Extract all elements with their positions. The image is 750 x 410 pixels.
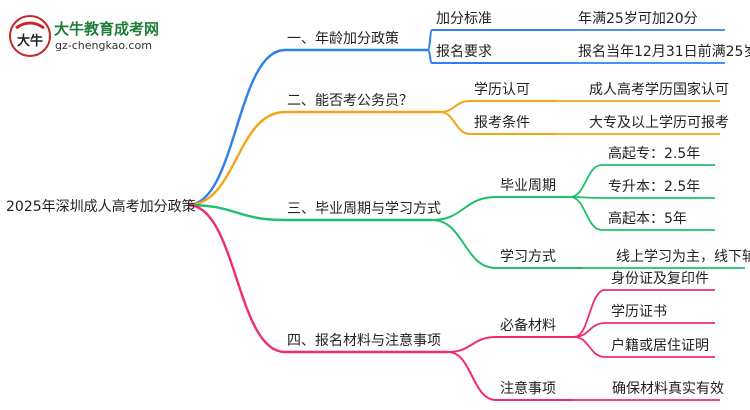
- branch-node: 四、报名材料与注意事项: [287, 332, 441, 349]
- edge-child-leaf: [573, 289, 606, 338]
- leaf-node: 报名当年12月31日前满25岁: [578, 43, 750, 60]
- edge-root-branch: [187, 48, 286, 207]
- leaf-node: 确保材料真实有效: [612, 381, 724, 397]
- branch-node: 二、能否考公务员？: [287, 93, 413, 109]
- leaf-node: 高起专：2.5年: [608, 145, 700, 162]
- leaf-node: 年满25岁可加20分: [578, 11, 698, 27]
- brand-name: 大牛教育成考网: [54, 20, 160, 38]
- edge-root-branch: [187, 203, 286, 222]
- root-node: 2025年深圳成人高考加分政策: [6, 198, 196, 215]
- brand-url: gz-chengkao.com: [55, 39, 152, 52]
- mindmap-nodes: 2025年深圳成人高考加分政策 一、年龄加分政策 加分标准 年满25岁可加20分报名要…: [6, 11, 750, 397]
- edge-branch-child: [431, 196, 497, 221]
- edge-child-leaf: [573, 336, 606, 358]
- child-node: 必备材料: [500, 317, 556, 334]
- edge-child-leaf: [569, 196, 603, 231]
- child-node: 注意事项: [500, 380, 556, 397]
- branch-node: 一、年龄加分政策: [287, 30, 399, 47]
- leaf-node: 身份证及复印件: [611, 270, 709, 287]
- leaf-node: 高起本：5年: [608, 210, 687, 227]
- child-node: 报考条件: [474, 114, 530, 131]
- edge-branch-child: [447, 336, 497, 353]
- child-node: 学历认可: [474, 82, 530, 98]
- edge-child-leaf: [569, 164, 603, 198]
- bull-logo-icon: 大牛: [9, 15, 51, 57]
- edge-branch-child: [447, 351, 497, 401]
- leaf-node: 大专及以上学历可报考: [589, 115, 729, 131]
- edge-root-branch: [187, 110, 286, 207]
- leaf-node: 专升本：2.5年: [608, 179, 700, 195]
- edge-branch-child: [439, 111, 471, 135]
- edge-root-branch: [187, 203, 286, 354]
- brand-logo: 大牛 大牛教育成考网 gz-chengkao.com: [8, 14, 168, 58]
- leaf-node: 学历证书: [611, 304, 667, 320]
- mindmap-edges: [187, 29, 745, 401]
- edge-branch-child: [427, 49, 433, 64]
- leaf-node: 户籍或居住证明: [611, 337, 709, 354]
- child-node: 报名要求: [436, 44, 492, 60]
- edge-branch-child: [431, 219, 497, 269]
- edge-branch-child: [439, 100, 471, 113]
- leaf-node: 线上学习为主，线下辅: [616, 249, 750, 265]
- leaf-node: 成人高考学历国家认可: [589, 81, 729, 98]
- child-node: 学习方式: [500, 249, 556, 265]
- logo-glyph: 大牛: [17, 33, 43, 49]
- branch-node: 三、毕业周期与学习方式: [287, 201, 441, 217]
- edge-branch-child: [427, 29, 433, 51]
- child-node: 毕业周期: [500, 178, 556, 194]
- child-node: 加分标准: [436, 11, 492, 27]
